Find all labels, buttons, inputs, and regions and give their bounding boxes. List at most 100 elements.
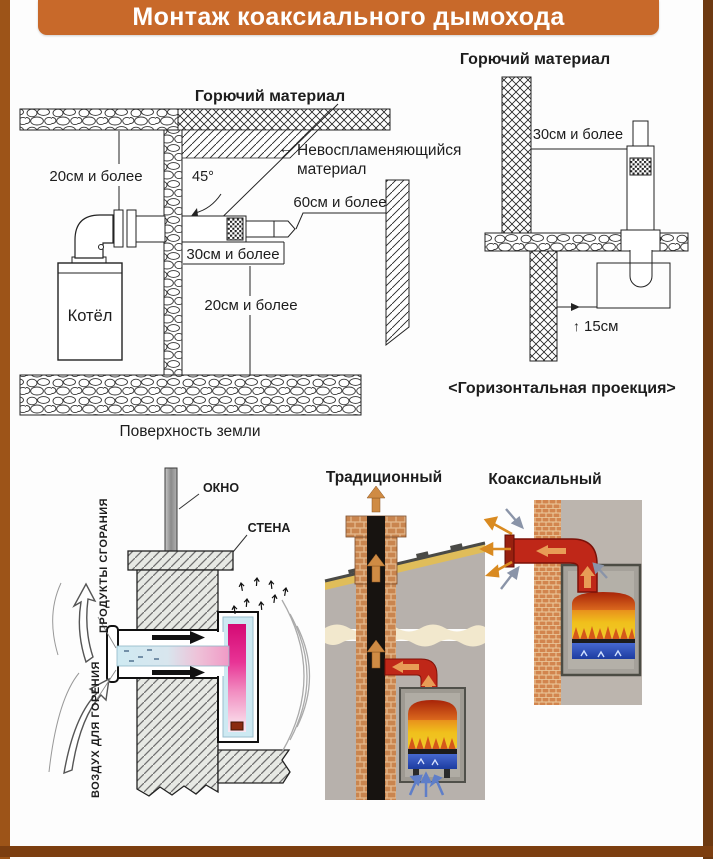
traditional-title: Традиционный [326, 469, 442, 486]
flue-terminal-mesh [226, 217, 244, 241]
wall-lower [136, 677, 219, 797]
brick-column-right [385, 584, 396, 800]
traditional-chimney-diagram: Традиционный [324, 469, 486, 800]
boiler-blue-middle [408, 754, 457, 769]
coaxial-tip-ring [504, 534, 515, 568]
combustion-air-label: ВОЗДУХ ДЛЯ ГОРЕНИЯ [90, 661, 102, 798]
frame-left-stripe [0, 0, 10, 859]
boiler-yellow-middle [408, 720, 457, 748]
terminal-collar [620, 229, 661, 252]
coaxial-chimney-diagram: Коаксиальный [479, 471, 642, 705]
ground-band [19, 374, 362, 416]
flue-pipe-to-wall [135, 215, 166, 243]
window-label: ОКНО [203, 481, 239, 495]
terminal-mesh [629, 157, 652, 176]
flue-flange-1 [113, 209, 124, 248]
exhaust-flow-arrows [152, 631, 205, 679]
coax-end-cap [106, 625, 119, 683]
flue-elbow [74, 214, 114, 259]
dim20-left-label: 20см и более [49, 168, 142, 185]
nonflammable-label-line1: Невоспламеняющийся [297, 142, 461, 159]
dim30-label: 30см и более [186, 246, 279, 263]
page-title: Монтаж коаксиального дымохода [132, 3, 565, 31]
outer-wall-hatched [385, 179, 410, 347]
wall-upper [136, 569, 219, 631]
boiler-legs-middle [413, 769, 450, 778]
products-out-arrow [72, 582, 97, 664]
flammable-bar-bottom [529, 250, 558, 362]
exhaust-out-arrows [479, 516, 513, 578]
air-in-arrow [63, 677, 110, 775]
coax-inner-pipe [116, 645, 230, 667]
boiler-dome-middle [408, 700, 457, 722]
clearance-box [596, 262, 671, 309]
boiler-flames-right [572, 626, 635, 640]
window-leader [178, 493, 200, 510]
air-guide-curves [48, 582, 80, 773]
nonflammable-label-line2: материал [297, 161, 366, 178]
boiler-dome-right [572, 592, 635, 612]
flammable-material-label-right: Горючий материал [460, 51, 610, 68]
burner-ember [230, 721, 244, 731]
angle-arc [194, 193, 222, 214]
elbow-clamp-screw [98, 244, 104, 250]
interior-wall-stone [163, 129, 183, 378]
dim15-up-arrow: ↑ [573, 318, 580, 334]
boiler-spray-marks-right [580, 649, 622, 658]
burner-bar-middle [408, 749, 457, 754]
burner-bar-right [572, 639, 635, 643]
terminal-cap [632, 120, 649, 147]
boiler-flames-middle [408, 736, 456, 750]
frame-bottom-stripe [0, 846, 713, 857]
flammable-material-label: Горючий материал [195, 88, 345, 105]
horizontal-projection-caption: <Горизонтальная проекция> [448, 380, 676, 397]
boiler-body [57, 262, 123, 361]
heat-exchanger-column [228, 624, 246, 732]
heat-rise-arrows [231, 576, 289, 615]
flue-up-arrows [366, 485, 386, 669]
horizontal-projection-diagram: Горючий материал 30см и более ↑ 15см <Го… [448, 51, 689, 397]
coaxial-principle-diagram: ОКНО СТЕНА [48, 467, 311, 798]
ceiling-flammable [177, 108, 391, 131]
dim60-label: 60см и более [293, 194, 386, 211]
air-intake-arrows-middle [408, 771, 445, 797]
combustion-products-label: ПРОДУКТЫ СГОРАНИЯ [98, 498, 110, 633]
label-leader-lines [94, 616, 117, 703]
flue-terminal-tip [273, 220, 296, 238]
wall-top-slab [127, 550, 234, 571]
coaxial-pipe-arrows [536, 545, 595, 588]
wall-leader [232, 534, 248, 553]
flue-flange-2 [126, 209, 137, 248]
dim60-line [295, 212, 386, 230]
dim15-label: 15см [584, 318, 619, 335]
air-in-arrows [500, 508, 608, 590]
boiler-label: Котёл [68, 307, 113, 325]
angle-45-label: 45° [192, 169, 214, 185]
house-wall-upper [325, 546, 485, 629]
dim30-right-label: 30см и более [533, 127, 623, 143]
flammable-bar-top [501, 76, 532, 234]
window-bar [164, 467, 178, 553]
boiler-spray-marks-middle [417, 757, 439, 766]
dim15-marker [571, 303, 580, 311]
coaxial-pipe-right [508, 538, 598, 593]
flue-terminal-step [245, 220, 275, 238]
wall-right-arm [217, 749, 291, 784]
ceiling-stone [19, 108, 179, 131]
brick-wall-right [534, 500, 561, 705]
coaxial-title: Коаксиальный [488, 471, 601, 488]
wall-label: СТЕНА [248, 521, 291, 535]
frame-right-stripe [703, 0, 713, 859]
nonflammable-arrow: ← [278, 140, 294, 157]
ground-surface-label: Поверхность земли [120, 423, 261, 440]
roof-edge-line [324, 541, 486, 583]
inner-flow-speckles [124, 649, 159, 662]
title-banner: Монтаж коаксиального дымохода [38, 0, 659, 35]
heat-radiation-arcs [281, 599, 311, 753]
terminal-inner-end [629, 250, 653, 288]
boiler-blue-right [572, 643, 635, 659]
angle-arc-arrowhead [191, 208, 198, 216]
side-view-diagram: Горючий материал 45° 20см и более ← Нево… [19, 88, 461, 440]
